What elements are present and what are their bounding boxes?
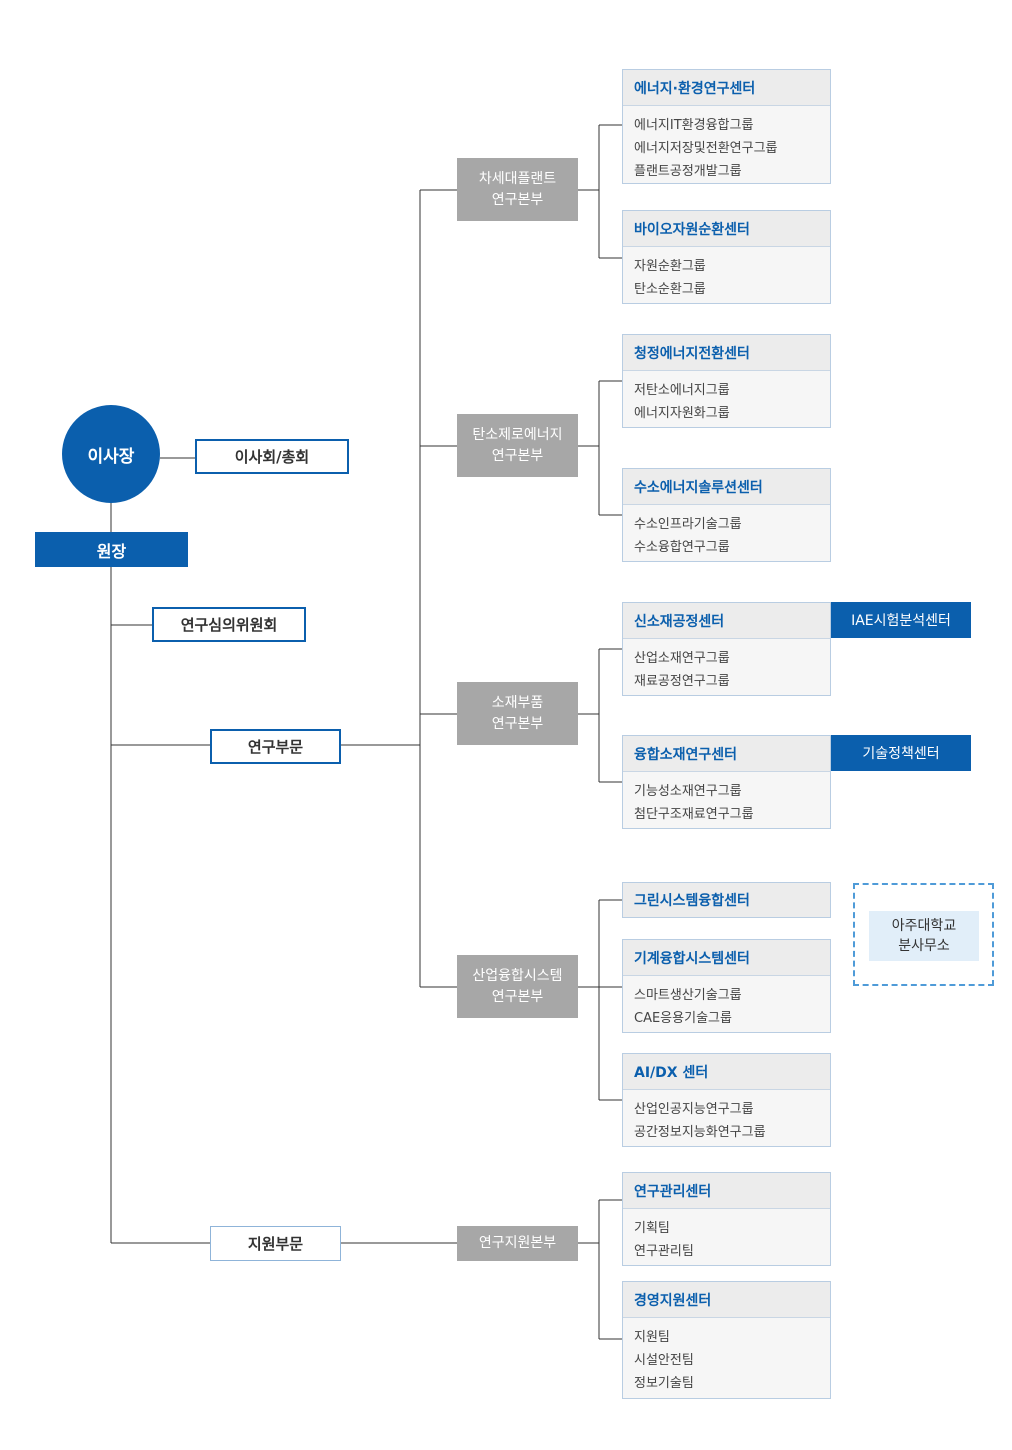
chairman-node: 이사장: [62, 405, 160, 503]
center-box: 그린시스템융합센터: [622, 882, 831, 918]
center-box: AI/DX 센터 산업인공지능연구그룹 공간정보지능화연구그룹: [622, 1053, 831, 1147]
center-box: 기계융합시스템센터 스마트생산기술그룹 CAE응용기술그룹: [622, 939, 831, 1033]
center-title: 바이오자원순환센터: [623, 211, 830, 247]
division-label-line: 소재부품: [491, 694, 544, 711]
group-item: 시설안전팀: [634, 1353, 694, 1368]
division-label-line: 연구본부: [491, 988, 544, 1005]
division-label-line: 탄소제로에너지: [472, 426, 563, 443]
center-title: 수소에너지솔루션센터: [623, 469, 830, 505]
center-title: 융합소재연구센터: [623, 736, 830, 772]
group-item: 플랜트공정개발그룹: [634, 164, 742, 179]
division-box: 탄소제로에너지 연구본부: [457, 414, 578, 477]
ajou-office-box: 아주대학교 분사무소: [853, 883, 994, 986]
center-title: 경영지원센터: [623, 1282, 830, 1318]
center-box: 연구관리센터 기획팀 연구관리팀: [622, 1172, 831, 1266]
division-label-line: 연구본부: [491, 191, 544, 208]
group-item: 정보기술팀: [634, 1376, 694, 1391]
division-label-line: 연구지원본부: [478, 1235, 557, 1251]
group-item: 저탄소에너지그룹: [634, 383, 730, 398]
group-item: 에너지자원화그룹: [634, 406, 730, 421]
ajou-office-line: 아주대학교: [891, 918, 957, 934]
center-box: 청정에너지전환센터 저탄소에너지그룹 에너지자원화그룹: [622, 334, 831, 428]
center-title: 그린시스템융합센터: [623, 883, 830, 917]
group-item: 자원순환그룹: [634, 259, 706, 274]
division-box: 산업융합시스템 연구본부: [457, 955, 578, 1018]
division-label-line: 연구본부: [491, 447, 544, 464]
center-title: 기계융합시스템센터: [623, 940, 830, 976]
group-item: 산업인공지능연구그룹: [634, 1102, 754, 1117]
center-box: 경영지원센터 지원팀 시설안전팀 정보기술팀: [622, 1281, 831, 1399]
center-title: 에너지·환경연구센터: [623, 70, 830, 106]
group-item: 수소융합연구그룹: [634, 540, 730, 555]
center-box: 신소재공정센터 산업소재연구그룹 재료공정연구그룹: [622, 602, 831, 696]
division-box: 연구지원본부: [457, 1226, 578, 1261]
center-box: 에너지·환경연구센터 에너지IT환경융합그룹 에너지저장및전환연구그룹 플랜트공…: [622, 69, 831, 184]
group-item: 공간정보지능화연구그룹: [634, 1125, 766, 1140]
side-center-box: IAE시험분석센터: [831, 602, 971, 638]
group-item: 에너지IT환경융합그룹: [634, 118, 754, 133]
research-division-box: 연구부문: [210, 729, 341, 764]
group-item: 탄소순환그룹: [634, 282, 706, 297]
center-title: 연구관리센터: [623, 1173, 830, 1209]
ajou-office-label: 아주대학교 분사무소: [869, 911, 979, 961]
center-title: 청정에너지전환센터: [623, 335, 830, 371]
group-item: 재료공정연구그룹: [634, 674, 730, 689]
board-box: 이사회/총회: [195, 439, 349, 474]
division-label-line: 차세대플랜트: [478, 170, 557, 187]
division-label-line: 연구본부: [491, 715, 544, 732]
support-division-box: 지원부문: [210, 1226, 341, 1261]
division-box: 차세대플랜트 연구본부: [457, 158, 578, 221]
president-box: 원장: [35, 532, 188, 567]
group-item: CAE응용기술그룹: [634, 1011, 732, 1026]
group-item: 기능성소재연구그룹: [634, 784, 742, 799]
center-title: AI/DX 센터: [623, 1054, 830, 1090]
group-item: 에너지저장및전환연구그룹: [634, 141, 778, 156]
group-item: 산업소재연구그룹: [634, 651, 730, 666]
division-label-line: 산업융합시스템: [472, 967, 563, 984]
center-title: 신소재공정센터: [623, 603, 830, 639]
center-box: 융합소재연구센터 기능성소재연구그룹 첨단구조재료연구그룹: [622, 735, 831, 829]
side-center-box: 기술정책센터: [831, 735, 971, 771]
research-committee-box: 연구심의위원회: [152, 607, 306, 642]
group-item: 기획팀: [634, 1221, 670, 1236]
group-item: 스마트생산기술그룹: [634, 988, 742, 1003]
center-box: 바이오자원순환센터 자원순환그룹 탄소순환그룹: [622, 210, 831, 304]
group-item: 첨단구조재료연구그룹: [634, 807, 754, 822]
division-box: 소재부품 연구본부: [457, 682, 578, 745]
group-item: 연구관리팀: [634, 1244, 694, 1259]
ajou-office-line: 분사무소: [898, 938, 950, 954]
group-item: 지원팀: [634, 1330, 670, 1345]
center-box: 수소에너지솔루션센터 수소인프라기술그룹 수소융합연구그룹: [622, 468, 831, 562]
group-item: 수소인프라기술그룹: [634, 517, 742, 532]
